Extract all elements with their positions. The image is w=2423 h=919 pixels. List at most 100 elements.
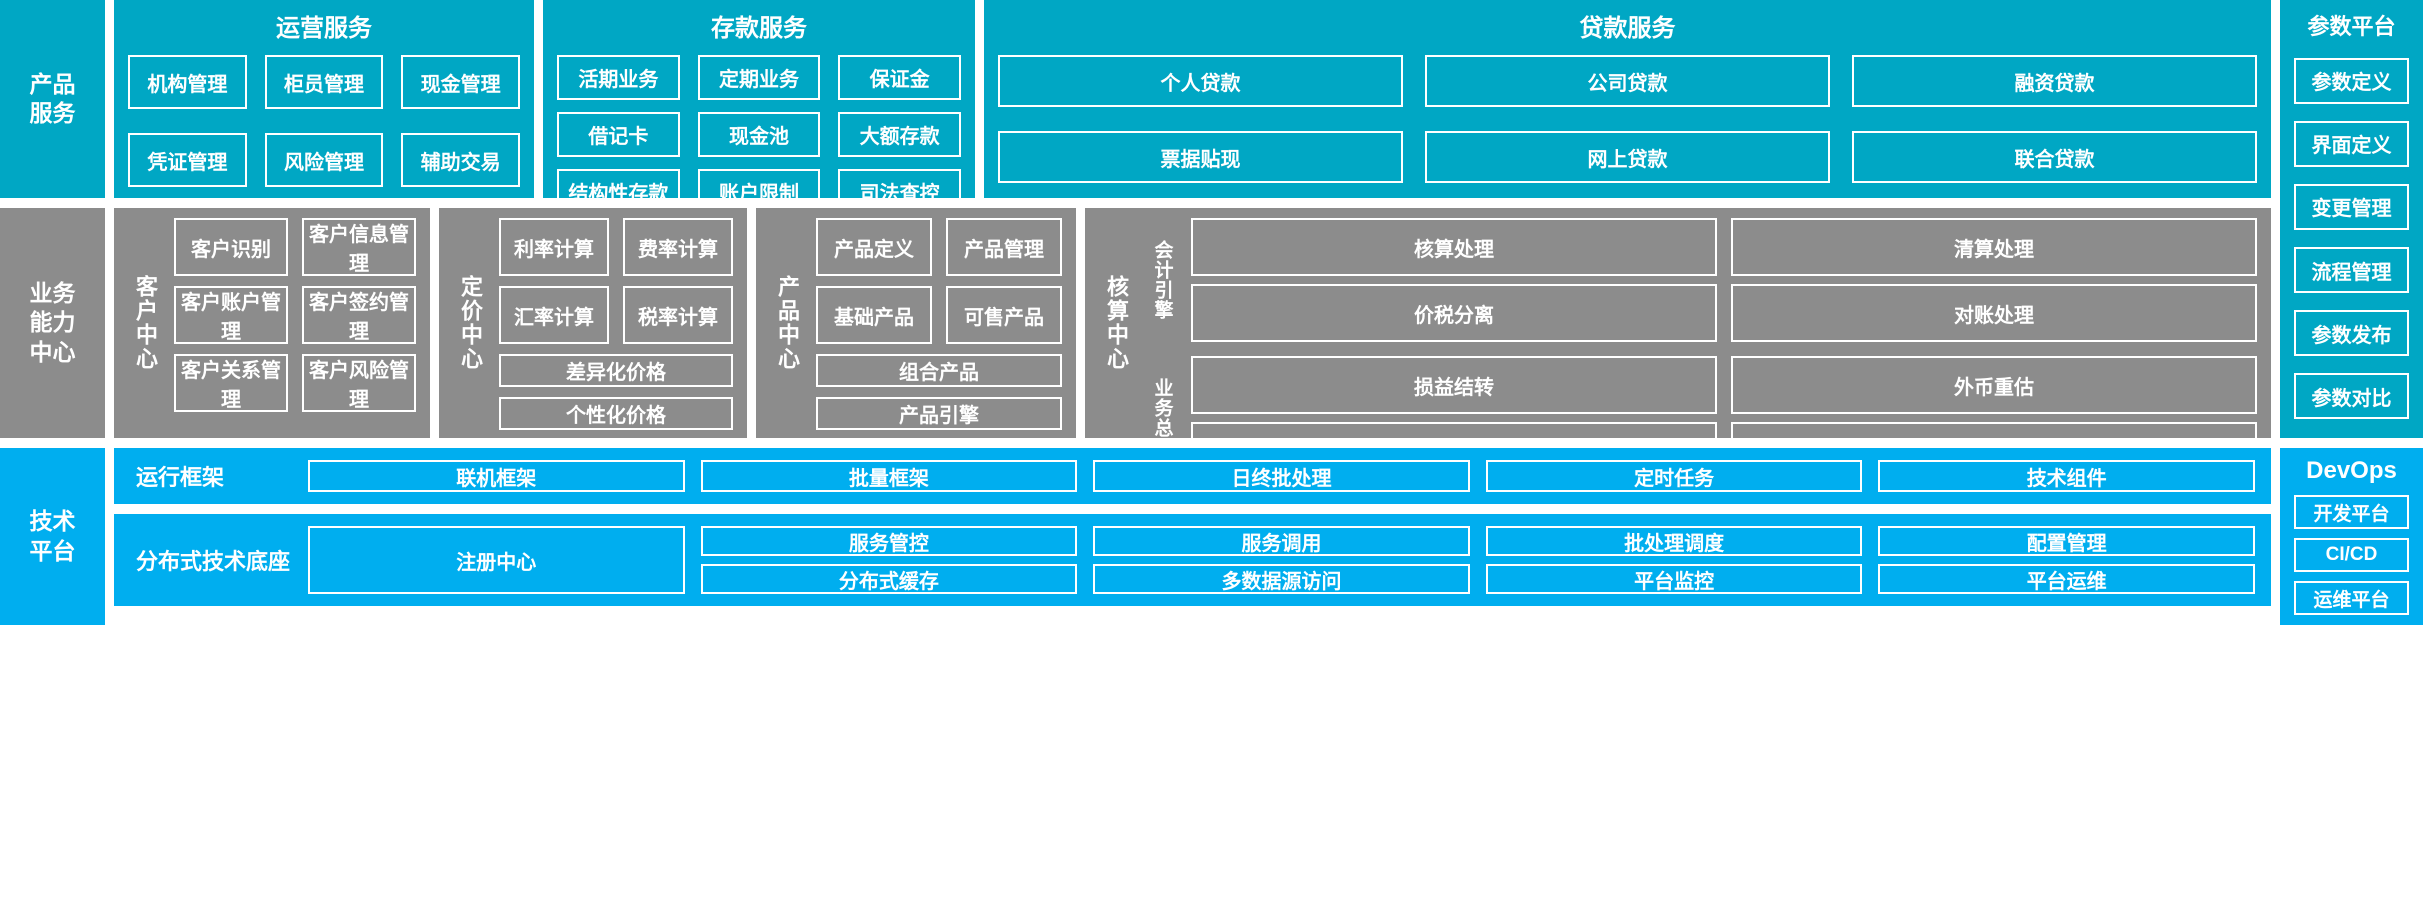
param-item-parameter-definition[interactable]: 参数定义 — [2294, 57, 2409, 104]
service-item-margin-deposit[interactable]: 保证金 — [838, 55, 961, 100]
capability-sellable-product[interactable]: 可售产品 — [946, 286, 1062, 344]
capability-bundled-product[interactable]: 组合产品 — [816, 354, 1062, 387]
capability-customer-risk-management[interactable]: 客户风险管理 — [302, 354, 416, 412]
layer-business-capability: 业务能力中心 客户中心 客户识别 客户信息管理 客户账户管理 客户签约管理 客户… — [0, 208, 2423, 480]
service-item-risk-management[interactable]: 风险管理 — [264, 133, 384, 187]
tech-item-multi-datasource-access[interactable]: 多数据源访问 — [1093, 564, 1470, 594]
center-pricing: 定价中心 利率计算 费率计算 汇率计算 税率计算 差异化价格 个性化价格 — [439, 208, 747, 438]
capability-customer-info-management[interactable]: 客户信息管理 — [302, 218, 416, 276]
service-item-financing-loan[interactable]: 融资贷款 — [1852, 55, 2257, 107]
capability-customer-identification[interactable]: 客户识别 — [174, 218, 288, 276]
tech-item-platform-monitoring[interactable]: 平台监控 — [1485, 564, 1863, 594]
tech-item-technical-component[interactable]: 技术组件 — [1878, 460, 2255, 492]
devops-item-dev-platform[interactable]: 开发平台 — [2294, 495, 2409, 529]
param-item-process-management[interactable]: 流程管理 — [2294, 247, 2409, 294]
service-item-syndicated-loan[interactable]: 联合贷款 — [1852, 131, 2257, 183]
service-item-voucher-management[interactable]: 凭证管理 — [128, 133, 247, 187]
layer-label-text: 技术平台 — [29, 508, 76, 564]
capability-basic-product[interactable]: 基础产品 — [816, 286, 932, 344]
layer-label-text: 业务能力中心 — [29, 279, 76, 365]
capability-customer-account-management[interactable]: 客户账户管理 — [174, 286, 288, 344]
rail-title-devops: DevOps — [2306, 457, 2397, 484]
service-item-teller-management[interactable]: 柜员管理 — [264, 55, 384, 109]
capability-customer-contract-management[interactable]: 客户签约管理 — [302, 286, 416, 344]
tech-item-distributed-cache[interactable]: 分布式缓存 — [700, 564, 1078, 594]
product-row-1: 产品定义 产品管理 — [816, 218, 1062, 276]
center-title-accounting: 核算中心 — [1104, 275, 1129, 371]
accounting-engine-row-1: 核算处理 清算处理 — [1191, 218, 2257, 276]
capability-reconciliation-processing[interactable]: 对账处理 — [1731, 284, 2257, 342]
capability-interest-rate-calc[interactable]: 利率计算 — [499, 218, 609, 276]
tech-item-service-governance[interactable]: 服务管控 — [700, 526, 1078, 556]
subgroup-title-business-ledger: 业务总账 — [1151, 378, 1173, 458]
param-item-parameter-compare[interactable]: 参数对比 — [2294, 373, 2409, 420]
capability-product-management[interactable]: 产品管理 — [946, 218, 1062, 276]
strip-runtime-framework: 运行框架 联机框架 批量框架 日终批处理 定时任务 技术组件 — [114, 448, 2271, 504]
capability-personalized-pricing[interactable]: 个性化价格 — [499, 397, 733, 430]
capability-settlement-processing[interactable]: 清算处理 — [1731, 218, 2257, 276]
tech-item-config-management[interactable]: 配置管理 — [1878, 526, 2255, 556]
service-item-debit-card[interactable]: 借记卡 — [557, 112, 680, 157]
layer-label-text: 产品服务 — [29, 70, 76, 126]
capability-customer-relation-management[interactable]: 客户关系管理 — [174, 354, 288, 412]
panel-title-loan-service: 贷款服务 — [1579, 15, 1676, 42]
capability-tax-rate-calc[interactable]: 税率计算 — [623, 286, 733, 344]
service-item-cash-pool[interactable]: 现金池 — [697, 112, 821, 157]
capability-profit-loss-carryover[interactable]: 损益结转 — [1191, 356, 1717, 414]
service-item-bill-discount[interactable]: 票据贴现 — [998, 131, 1403, 183]
tech-item-registry-center[interactable]: 注册中心 — [308, 526, 685, 594]
devops-item-ci-cd[interactable]: CI/CD — [2294, 538, 2409, 572]
rail-parameter-platform: 参数平台 参数定义 界面定义 变更管理 流程管理 参数发布 参数对比 — [2280, 0, 2423, 438]
tech-item-platform-operations[interactable]: 平台运维 — [1878, 564, 2255, 594]
accounting-subgroup-engine: 会计引擎 核算处理 清算处理 价税分离 对账处理 — [1145, 218, 2257, 342]
service-item-demand-deposit[interactable]: 活期业务 — [557, 55, 680, 100]
service-item-org-management[interactable]: 机构管理 — [128, 55, 247, 109]
panel-loan-service: 贷款服务 个人贷款 公司贷款 融资贷款 票据贴现 网上贷款 联合贷款 — [984, 0, 2271, 198]
operation-service-grid: 机构管理 柜员管理 现金管理 凭证管理 风险管理 辅助交易 — [128, 55, 520, 187]
capability-fee-rate-calc[interactable]: 费率计算 — [623, 218, 733, 276]
tech-item-end-of-day-batch[interactable]: 日终批处理 — [1093, 460, 1470, 492]
tech-platform-strips: 运行框架 联机框架 批量框架 日终批处理 定时任务 技术组件 分布式技术底座 注… — [114, 448, 2271, 625]
distributed-foundation-cells: 注册中心 服务管控 服务调用 批处理调度 配置管理 分布式缓存 多数据源访问 平… — [308, 526, 2255, 594]
center-title-customer: 客户中心 — [133, 275, 158, 371]
service-item-time-deposit[interactable]: 定期业务 — [697, 55, 821, 100]
pricing-row-2: 汇率计算 税率计算 — [499, 286, 733, 344]
runtime-framework-cells: 联机框架 批量框架 日终批处理 定时任务 技术组件 — [308, 460, 2255, 492]
param-item-interface-definition[interactable]: 界面定义 — [2294, 120, 2409, 167]
center-product: 产品中心 产品定义 产品管理 基础产品 可售产品 组合产品 产品引擎 — [756, 208, 1076, 438]
customer-row-3: 客户关系管理 客户风险管理 — [174, 354, 416, 412]
capability-price-tax-separation[interactable]: 价税分离 — [1191, 284, 1717, 342]
service-item-corporate-loan[interactable]: 公司贷款 — [1425, 55, 1830, 107]
capability-product-engine[interactable]: 产品引擎 — [816, 397, 1062, 430]
capability-accounting-processing[interactable]: 核算处理 — [1191, 218, 1717, 276]
service-item-online-loan[interactable]: 网上贷款 — [1425, 131, 1830, 183]
service-item-large-deposit[interactable]: 大额存款 — [838, 112, 961, 157]
customer-row-1: 客户识别 客户信息管理 — [174, 218, 416, 276]
layer-label-tech-platform: 技术平台 — [0, 448, 105, 625]
center-customer: 客户中心 客户识别 客户信息管理 客户账户管理 客户签约管理 客户关系管理 客户… — [114, 208, 430, 438]
capability-foreign-currency-revaluation[interactable]: 外币重估 — [1731, 356, 2257, 414]
tech-item-online-framework[interactable]: 联机框架 — [308, 460, 685, 492]
tech-item-batch-scheduling[interactable]: 批处理调度 — [1485, 526, 1863, 556]
business-capability-centers: 客户中心 客户识别 客户信息管理 客户账户管理 客户签约管理 客户关系管理 客户… — [114, 208, 2271, 480]
service-item-personal-loan[interactable]: 个人贷款 — [998, 55, 1403, 107]
service-item-cash-management[interactable]: 现金管理 — [401, 55, 520, 109]
capability-product-definition[interactable]: 产品定义 — [816, 218, 932, 276]
tech-item-scheduled-task[interactable]: 定时任务 — [1485, 460, 1863, 492]
param-item-parameter-publish[interactable]: 参数发布 — [2294, 310, 2409, 357]
capability-differential-pricing[interactable]: 差异化价格 — [499, 354, 733, 387]
capability-exchange-rate-calc[interactable]: 汇率计算 — [499, 286, 609, 344]
tech-item-service-invocation[interactable]: 服务调用 — [1093, 526, 1470, 556]
center-title-pricing: 定价中心 — [458, 275, 483, 371]
strip-label-distributed-foundation: 分布式技术底座 — [136, 549, 291, 574]
devops-item-ops-platform[interactable]: 运维平台 — [2294, 581, 2409, 615]
layer-label-business-capability: 业务能力中心 — [0, 208, 105, 438]
panel-deposit-service: 存款服务 活期业务 定期业务 保证金 借记卡 现金池 大额存款 结构性存款 账户… — [543, 0, 975, 214]
tech-item-batch-framework[interactable]: 批量框架 — [700, 460, 1078, 492]
pricing-row-1: 利率计算 费率计算 — [499, 218, 733, 276]
panel-operation-service: 运营服务 机构管理 柜员管理 现金管理 凭证管理 风险管理 辅助交易 — [114, 0, 534, 198]
devops-items: 开发平台 CI/CD 运维平台 — [2280, 491, 2423, 625]
accounting-engine-body: 核算处理 清算处理 价税分离 对账处理 — [1187, 218, 2257, 342]
param-item-change-management[interactable]: 变更管理 — [2294, 183, 2409, 230]
service-item-auxiliary-transaction[interactable]: 辅助交易 — [401, 133, 520, 187]
